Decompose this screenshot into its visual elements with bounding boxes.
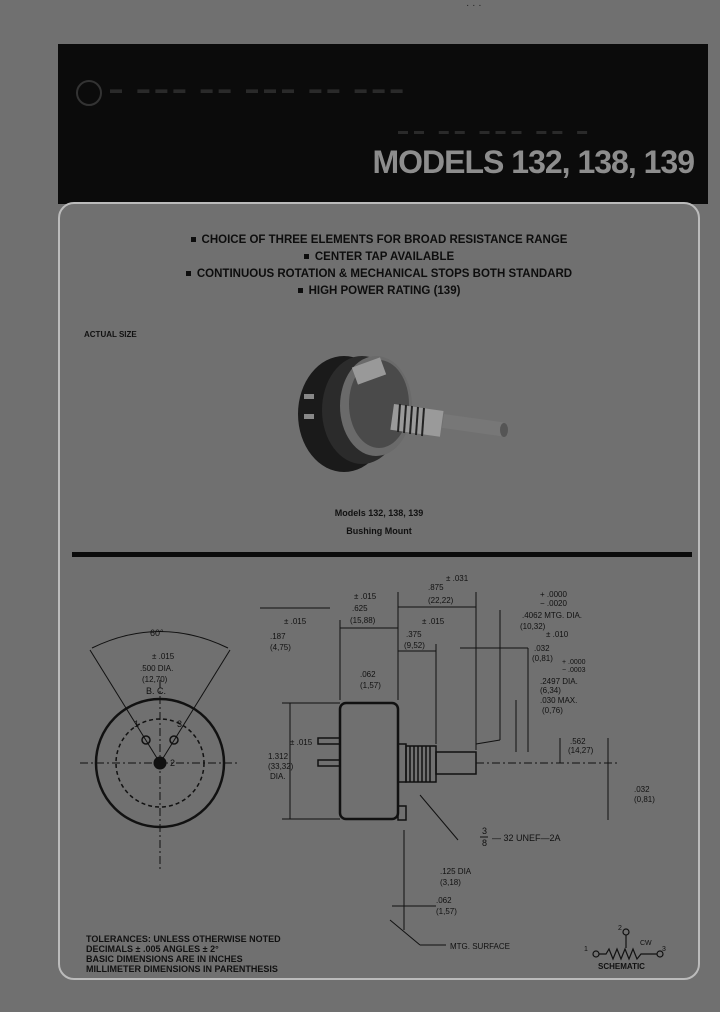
dim-4062: .4062 MTG. DIA. bbox=[522, 611, 582, 620]
header-faint-subtext: ▬▬ ▬▬ ▬▬▬ ▬▬ ▬ bbox=[398, 126, 594, 137]
dim-062b: .062 bbox=[436, 896, 452, 905]
bullet-icon bbox=[297, 288, 303, 294]
schematic-pin-3: 3 bbox=[662, 946, 666, 953]
bc-label: B. C. bbox=[146, 686, 166, 696]
dimension-lines bbox=[260, 592, 609, 946]
feature-item: HIGH POWER RATING (139) bbox=[60, 283, 698, 300]
dim-062a: .062 bbox=[360, 670, 376, 679]
header-band: ▬ ▬▬▬ ▬▬ ▬▬▬ ▬▬ ▬▬▬ ▬▬ ▬▬ ▬▬▬ ▬▬ ▬ MODEL… bbox=[58, 44, 708, 204]
pin-3-label: 3 bbox=[177, 719, 182, 729]
photo-caption: Models 132, 138, 139 Bushing Mount bbox=[60, 504, 698, 540]
caption-mount: Bushing Mount bbox=[346, 526, 412, 536]
schematic-pin-1: 1 bbox=[584, 946, 588, 953]
caption-models: Models 132, 138, 139 bbox=[334, 508, 424, 518]
actual-size-label: ACTUAL SIZE bbox=[84, 330, 137, 339]
company-logo-icon bbox=[76, 80, 102, 106]
dim-032a-tolerance: ± .010 bbox=[546, 630, 569, 639]
angle-label: 60° bbox=[150, 628, 164, 638]
dim-875: .875 bbox=[428, 583, 444, 592]
header-faint-text: ▬ ▬▬▬ ▬▬ ▬▬▬ ▬▬ ▬▬▬ bbox=[110, 82, 409, 96]
dim-2497-tol-plus: + .0000 bbox=[562, 659, 586, 666]
dim-875-tolerance: ± .031 bbox=[446, 574, 469, 583]
dim-187-tolerance: ± .015 bbox=[284, 617, 307, 626]
dim-2497-mm: (6,34) bbox=[540, 686, 561, 695]
dim-375-mm: (9,52) bbox=[404, 641, 425, 650]
dim-4062-mm: (10,32) bbox=[520, 622, 546, 631]
tolerance-line: TOLERANCES: UNLESS OTHERWISE NOTED bbox=[86, 934, 281, 944]
feature-list: CHOICE OF THREE ELEMENTS FOR BROAD RESIS… bbox=[60, 232, 698, 300]
dim-032a: .032 bbox=[534, 644, 550, 653]
bullet-icon bbox=[185, 271, 191, 277]
feature-item: CENTER TAP AVAILABLE bbox=[60, 249, 698, 266]
dim-062a-mm: (1,57) bbox=[360, 681, 381, 690]
dim-562: .562 bbox=[570, 737, 586, 746]
dim-4062-tol-plus: + .0000 bbox=[540, 590, 567, 599]
dim-032b: .032 bbox=[634, 785, 650, 794]
potentiometer-photo bbox=[298, 356, 508, 472]
dim-032a-mm: (0,81) bbox=[532, 654, 553, 663]
tolerance-line: BASIC DIMENSIONS ARE IN INCHES bbox=[86, 954, 243, 964]
thread-fraction-denominator: 8 bbox=[482, 838, 487, 848]
bc-millimeter: (12,70) bbox=[142, 675, 168, 684]
schematic-symbol bbox=[592, 928, 664, 961]
thread-fraction-numerator: 3 bbox=[482, 826, 487, 836]
dim-375-tolerance: ± .015 bbox=[422, 617, 445, 626]
pin-1-label: 1 bbox=[134, 719, 139, 729]
dim-1312-tolerance: ± .015 bbox=[290, 738, 313, 747]
schematic-label: SCHEMATIC bbox=[598, 962, 645, 971]
dim-187-mm: (4,75) bbox=[270, 643, 291, 652]
bc-diameter: .500 DIA. bbox=[140, 664, 173, 673]
dim-1312-mm: (33,32) bbox=[268, 762, 294, 771]
dim-4062-tol-minus: − .0020 bbox=[540, 599, 567, 608]
tolerance-line: MILLIMETER DIMENSIONS IN PARENTHESIS bbox=[86, 964, 278, 974]
dim-562-mm: (14,27) bbox=[568, 746, 594, 755]
bullet-icon bbox=[303, 254, 309, 260]
dim-625-tolerance: ± .015 bbox=[354, 592, 377, 601]
bullet-icon bbox=[190, 237, 196, 243]
dim-187: .187 bbox=[270, 632, 286, 641]
datasheet-panel: CHOICE OF THREE ELEMENTS FOR BROAD RESIS… bbox=[58, 202, 700, 980]
dim-125: .125 DIA bbox=[440, 867, 472, 876]
dim-030-mm: (0,76) bbox=[542, 706, 563, 715]
tolerance-line: DECIMALS ± .005 ANGLES ± 2° bbox=[86, 944, 219, 954]
dim-2497-tol-minus: − .0003 bbox=[562, 667, 586, 674]
front-view bbox=[80, 631, 240, 870]
scan-mark: · · · bbox=[466, 0, 482, 11]
dim-2497: .2497 DIA. bbox=[540, 677, 578, 686]
bc-tolerance: ± .015 bbox=[152, 652, 175, 661]
side-view bbox=[317, 701, 620, 821]
schematic-pin-2: 2 bbox=[618, 925, 622, 932]
dim-062b-mm: (1,57) bbox=[436, 907, 457, 916]
dim-1312-dia: DIA. bbox=[270, 772, 286, 781]
feature-item: CONTINUOUS ROTATION & MECHANICAL STOPS B… bbox=[60, 266, 698, 283]
feature-item: CHOICE OF THREE ELEMENTS FOR BROAD RESIS… bbox=[60, 232, 698, 249]
dim-125-mm: (3,18) bbox=[440, 878, 461, 887]
dim-030: .030 MAX. bbox=[540, 696, 577, 705]
dim-375: .375 bbox=[406, 630, 422, 639]
dim-032b-mm: (0,81) bbox=[634, 795, 655, 804]
schematic-cw: CW bbox=[640, 940, 652, 947]
dim-625: .625 bbox=[352, 604, 368, 613]
dim-1312: 1.312 bbox=[268, 752, 289, 761]
page-title: MODELS 132, 138, 139 bbox=[372, 144, 695, 180]
dim-625-mm: (15,88) bbox=[350, 616, 376, 625]
section-divider bbox=[72, 552, 692, 557]
mtg-surface-label: MTG. SURFACE bbox=[450, 942, 510, 951]
tolerance-notes: TOLERANCES: UNLESS OTHERWISE NOTED DECIM… bbox=[86, 934, 281, 974]
dim-875-mm: (22,22) bbox=[428, 596, 454, 605]
thread-spec: — 32 UNEF—2A bbox=[492, 833, 561, 843]
pin-2-label: 2 bbox=[170, 758, 175, 768]
